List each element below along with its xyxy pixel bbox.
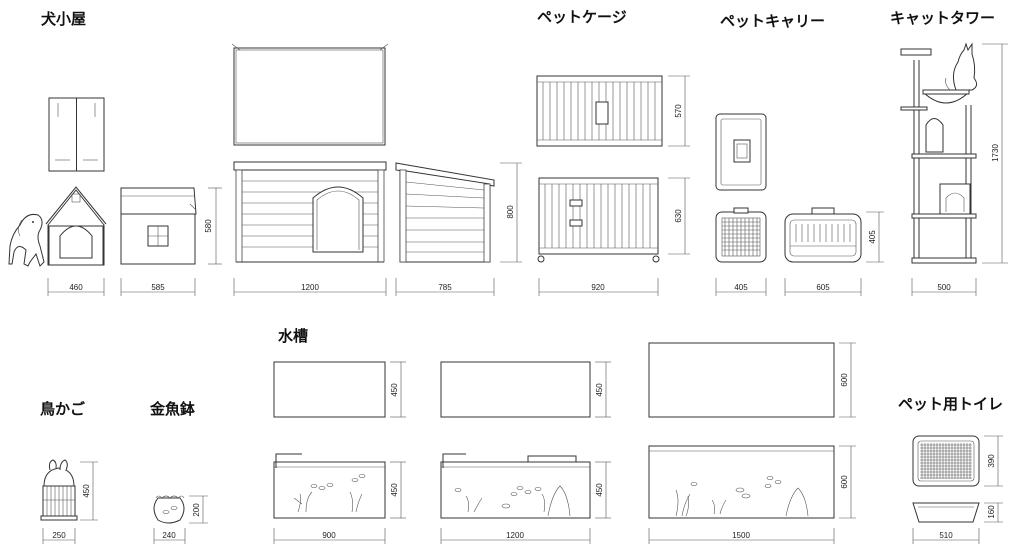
pet-toilet-front <box>912 502 980 523</box>
doghouse-small-front-view <box>45 186 107 266</box>
dim-tank3-top-600: 600 <box>840 373 849 387</box>
dim-460: 460 <box>69 283 83 292</box>
dim-405-w: 405 <box>734 283 748 292</box>
dim-405-h: 405 <box>868 230 877 244</box>
dim-doghouse-585: 585 580 <box>120 187 222 296</box>
dog-illustration <box>8 214 45 267</box>
dim-390: 390 <box>987 454 996 468</box>
aquarium-900-front <box>273 453 386 519</box>
dim-500: 500 <box>937 283 951 292</box>
doghouse-small-top-view <box>48 97 105 172</box>
doghouse-side-view <box>395 162 495 263</box>
pet-carrier-large-front <box>784 207 862 263</box>
dim-160: 160 <box>987 505 996 519</box>
fish-school-tank2 <box>454 486 542 509</box>
pet-cage-top-view <box>536 75 663 147</box>
dim-920: 920 <box>591 283 605 292</box>
dim-tank2-front: 450 1200 <box>440 461 611 544</box>
title-birdcage: 鳥かご <box>40 400 86 418</box>
dim-birdcage: 250 450 <box>42 461 98 544</box>
dim-tank1-front-450: 450 <box>390 483 399 497</box>
title-goldfish-bowl: 金魚鉢 <box>150 400 196 418</box>
dim-cat-tower: 500 1730 <box>911 43 1008 296</box>
pet-toilet-top <box>912 435 980 487</box>
dim-800: 800 <box>506 205 515 219</box>
dim-tank3-front-600: 600 <box>840 475 849 489</box>
cat-tower <box>900 42 978 264</box>
dim-1500: 1500 <box>732 531 750 540</box>
dim-1730: 1730 <box>991 144 1000 162</box>
doghouse-large-front-view <box>233 161 387 263</box>
dim-bird-450: 450 <box>82 484 91 498</box>
dim-tank2-front-450: 450 <box>595 483 604 497</box>
title-cat-tower: キャットタワー <box>890 9 996 27</box>
aquarium-1200-front <box>440 453 591 519</box>
aquarium-1500-front <box>648 445 835 519</box>
dim-tank3-front: 600 1500 <box>648 445 856 544</box>
doghouse-585-front <box>120 187 197 265</box>
fish-school-tank1 <box>310 474 366 490</box>
aquarium-1200-top: 450 <box>440 361 611 418</box>
dim-240: 240 <box>162 531 176 540</box>
dim-tank1-top-450: 450 <box>390 383 399 397</box>
doghouse-large-top-view <box>231 43 389 146</box>
dim-doghouse-1200: 1200 <box>233 278 387 296</box>
dim-cage-630: 630 <box>668 177 690 255</box>
aquarium-1500-top: 600 <box>648 342 856 418</box>
dim-200: 200 <box>192 503 201 517</box>
dim-1200-tank: 1200 <box>506 531 524 540</box>
dim-900: 900 <box>322 531 336 540</box>
goldfish-bowl <box>153 495 185 524</box>
dim-tank2-top-450: 450 <box>595 383 604 397</box>
title-pet-carrier: ペットキャリー <box>720 12 826 30</box>
dim-doghouse-785: 785 800 <box>395 162 522 296</box>
dim-570: 570 <box>674 104 683 118</box>
title-aquarium: 水槽 <box>278 327 309 345</box>
title-doghouse: 犬小屋 <box>41 10 87 28</box>
dim-dog-small-width: 460 <box>47 278 105 296</box>
dim-510: 510 <box>939 531 953 540</box>
dim-785: 785 <box>438 283 452 292</box>
dim-1200-dog: 1200 <box>301 283 319 292</box>
dim-goldfish: 240 200 <box>153 495 208 544</box>
dim-630: 630 <box>674 209 683 223</box>
pet-carrier-small-front <box>715 207 767 263</box>
dim-tank1-front: 450 900 <box>273 461 406 544</box>
fish-school-tank3 <box>690 476 782 499</box>
dim-toilet: 390 160 510 <box>912 435 1003 544</box>
dim-cage-570: 570 <box>668 75 690 147</box>
dim-585: 585 <box>151 283 165 292</box>
title-pet-toilet: ペット用トイレ <box>898 395 1004 413</box>
pet-carrier-top-view <box>715 113 767 191</box>
bird-cage <box>40 459 78 521</box>
dim-carrier: 405 605 405 <box>715 211 884 296</box>
dim-605: 605 <box>816 283 830 292</box>
dim-cage-920: 920 <box>538 278 659 296</box>
dim-250: 250 <box>52 531 66 540</box>
pet-cage-front-view <box>537 177 660 263</box>
dim-580: 580 <box>204 219 213 233</box>
title-pet-cage: ペットケージ <box>537 8 627 26</box>
aquarium-900-top: 450 <box>273 361 406 418</box>
